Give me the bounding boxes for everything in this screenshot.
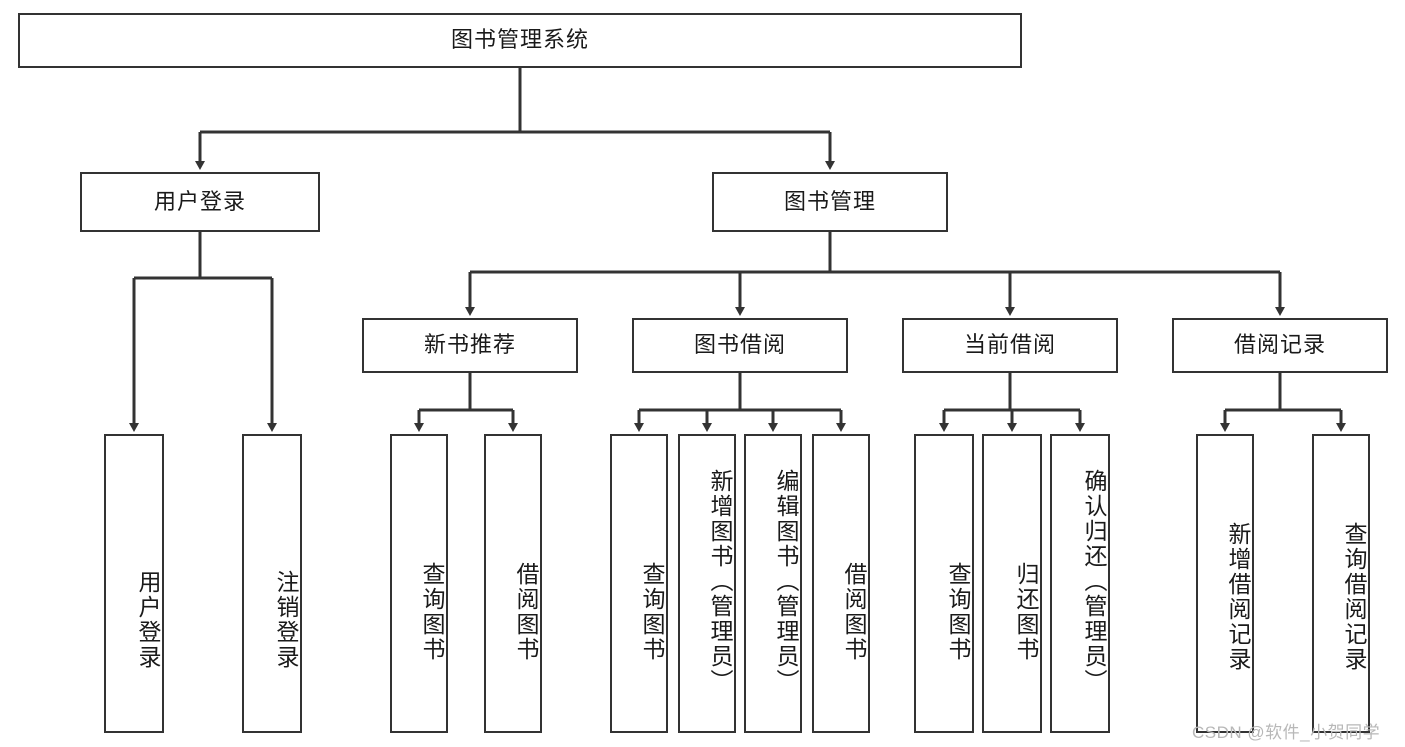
leaf-query-book-2[interactable]: 查询图书 bbox=[610, 434, 668, 733]
leaf-edit-book-admin[interactable]: 编辑图书（管理员） bbox=[744, 434, 802, 733]
leaf-borrow-book-1[interactable]: 借阅图书 bbox=[484, 434, 542, 733]
node-book-management-label: 图书管理 bbox=[783, 188, 876, 214]
node-book-borrow-label: 图书借阅 bbox=[693, 332, 786, 358]
node-root[interactable]: 图书管理系统 bbox=[18, 13, 1022, 68]
leaf-query-book-2-label: 查询图书 bbox=[639, 562, 665, 662]
node-new-book-recommend-label: 新书推荐 bbox=[423, 332, 516, 358]
leaf-borrow-book-2[interactable]: 借阅图书 bbox=[812, 434, 870, 733]
leaf-borrow-book-1-label: 借阅图书 bbox=[513, 562, 539, 662]
node-root-label: 图书管理系统 bbox=[450, 27, 589, 53]
node-current-borrow[interactable]: 当前借阅 bbox=[902, 318, 1118, 373]
leaf-query-book-3-label: 查询图书 bbox=[945, 562, 971, 662]
node-user-login[interactable]: 用户登录 bbox=[80, 172, 320, 232]
leaf-return-book[interactable]: 归还图书 bbox=[982, 434, 1042, 733]
leaf-query-book-1-label: 查询图书 bbox=[419, 562, 445, 662]
leaf-add-borrow-record[interactable]: 新增借阅记录 bbox=[1196, 434, 1254, 733]
node-borrow-record-label: 借阅记录 bbox=[1233, 332, 1326, 358]
leaf-query-book-3[interactable]: 查询图书 bbox=[914, 434, 974, 733]
leaf-add-borrow-record-label: 新增借阅记录 bbox=[1225, 522, 1251, 672]
node-user-login-label: 用户登录 bbox=[153, 188, 246, 214]
leaf-logout-login[interactable]: 注销登录 bbox=[242, 434, 302, 733]
csdn-watermark: CSDN @软件_小贺同学 bbox=[1192, 723, 1381, 742]
leaf-query-borrow-record[interactable]: 查询借阅记录 bbox=[1312, 434, 1370, 733]
leaf-confirm-return-admin-label: 确认归还（管理员） bbox=[1081, 469, 1107, 694]
leaf-query-borrow-record-label: 查询借阅记录 bbox=[1341, 522, 1367, 672]
leaf-add-book-admin[interactable]: 新增图书（管理员） bbox=[678, 434, 736, 733]
leaf-user-login[interactable]: 用户登录 bbox=[104, 434, 164, 733]
leaf-user-login-label: 用户登录 bbox=[135, 569, 161, 670]
leaf-query-book-1[interactable]: 查询图书 bbox=[390, 434, 448, 733]
leaf-add-book-admin-label: 新增图书（管理员） bbox=[707, 469, 733, 694]
node-book-management[interactable]: 图书管理 bbox=[712, 172, 948, 232]
node-current-borrow-label: 当前借阅 bbox=[963, 332, 1056, 358]
leaf-logout-login-label: 注销登录 bbox=[273, 569, 299, 670]
node-new-book-recommend[interactable]: 新书推荐 bbox=[362, 318, 578, 373]
leaf-return-book-label: 归还图书 bbox=[1013, 562, 1039, 662]
leaf-confirm-return-admin[interactable]: 确认归还（管理员） bbox=[1050, 434, 1110, 733]
leaf-edit-book-admin-label: 编辑图书（管理员） bbox=[773, 469, 799, 694]
leaf-borrow-book-2-label: 借阅图书 bbox=[841, 562, 867, 662]
node-borrow-record[interactable]: 借阅记录 bbox=[1172, 318, 1388, 373]
node-book-borrow[interactable]: 图书借阅 bbox=[632, 318, 848, 373]
